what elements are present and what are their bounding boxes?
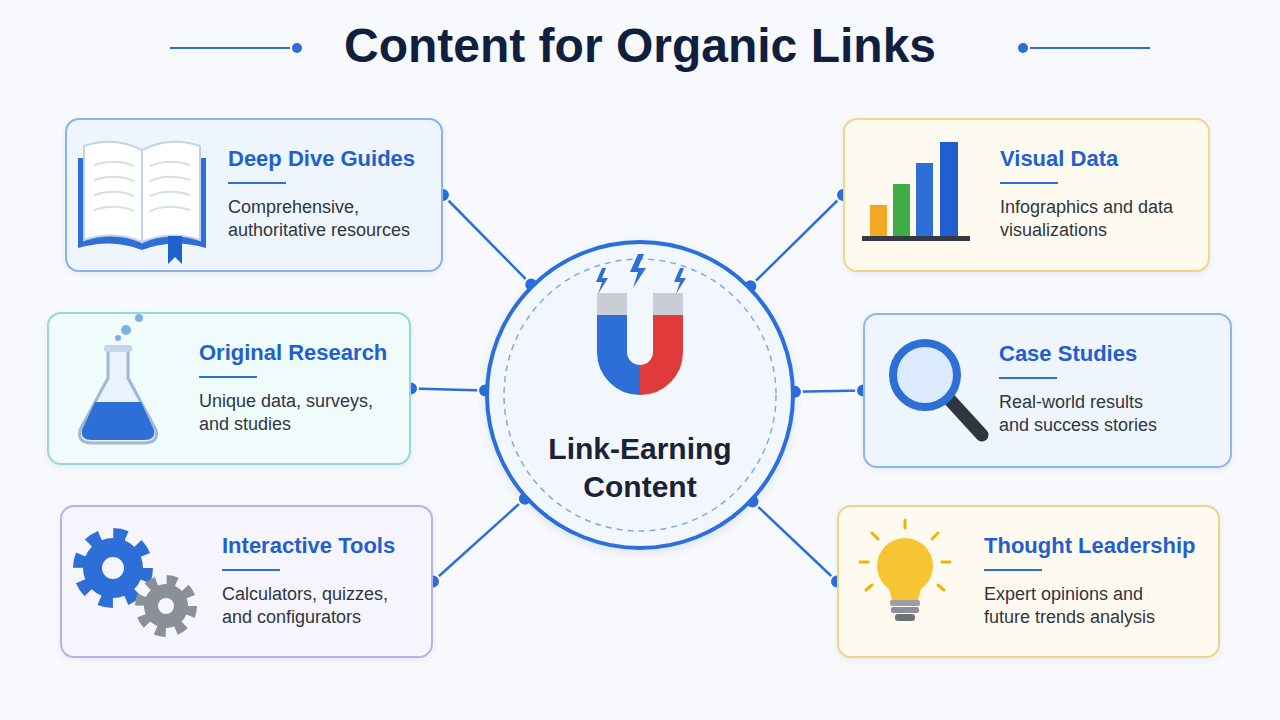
book-page — [142, 142, 200, 242]
hub-text-wrap: Link-Earning Content — [489, 430, 791, 505]
light-rays — [860, 520, 950, 590]
flask-icon — [80, 314, 157, 443]
bulb-glass — [877, 538, 933, 594]
box-heading: Case Studies — [999, 341, 1174, 379]
gear-teeth — [140, 580, 192, 632]
box-heading: Interactive Tools — [222, 533, 407, 571]
magnifier-icon — [893, 343, 982, 435]
magnet-pole — [612, 312, 640, 380]
bulb-base — [895, 614, 915, 621]
content-box: Thought LeadershipExpert opinions and fu… — [837, 505, 1220, 658]
bulb-neck — [888, 585, 922, 600]
book-page — [84, 142, 142, 242]
box-description: Real-world results and success stories — [999, 391, 1174, 438]
book-lines — [94, 162, 190, 211]
box-description: Expert opinions and future trends analys… — [984, 583, 1184, 630]
spark — [630, 254, 646, 288]
bubble — [135, 314, 143, 322]
magnet-tip — [597, 293, 627, 315]
connector — [411, 389, 485, 391]
magnet-pole — [640, 312, 668, 380]
box-description: Calculators, quizzes, and configurators — [222, 583, 407, 630]
gear-body — [83, 538, 143, 598]
gear-hole — [102, 557, 124, 579]
box-text: Thought LeadershipExpert opinions and fu… — [984, 533, 1184, 630]
box-heading: Thought Leadership — [984, 533, 1184, 571]
diagram-title: Content for Organic Links — [0, 18, 1280, 73]
box-description: Infographics and data visualizations — [1000, 196, 1175, 243]
title-dot — [292, 43, 302, 53]
box-heading: Deep Dive Guides — [228, 146, 438, 184]
gear-teeth — [79, 534, 147, 602]
bubble — [115, 335, 121, 341]
bar-chart-icon — [862, 142, 970, 241]
flask-rim — [104, 345, 132, 352]
bar — [870, 205, 887, 237]
connector — [443, 195, 531, 285]
title-rule — [1030, 47, 1150, 49]
box-text: Interactive ToolsCalculators, quizzes, a… — [222, 533, 407, 630]
connector — [753, 502, 837, 582]
box-description: Unique data, surveys, and studies — [199, 390, 394, 437]
box-text: Visual DataInfographics and data visuali… — [1000, 146, 1175, 243]
magnet-tip — [653, 293, 683, 315]
flask-glass — [80, 350, 157, 443]
box-text: Original ResearchUnique data, surveys, a… — [199, 340, 394, 437]
bubble — [121, 325, 131, 335]
box-heading: Original Research — [199, 340, 394, 378]
bar — [940, 142, 958, 237]
content-box: Visual DataInfographics and data visuali… — [843, 118, 1210, 272]
gears-icon — [79, 534, 192, 632]
flask-liquid — [82, 402, 155, 440]
bar — [916, 163, 933, 237]
box-text: Deep Dive GuidesComprehensive, authorita… — [228, 146, 438, 243]
box-heading: Visual Data — [1000, 146, 1175, 184]
magnifier-handle — [950, 400, 982, 435]
connector — [750, 195, 843, 286]
gear-hole — [158, 598, 174, 614]
baseline — [862, 236, 970, 241]
magnifier-lens — [893, 343, 957, 407]
content-box: Deep Dive GuidesComprehensive, authorita… — [65, 118, 443, 272]
hub-circle: Link-Earning Content — [485, 240, 795, 550]
content-box: Interactive ToolsCalculators, quizzes, a… — [60, 505, 433, 658]
box-description: Comprehensive, authoritative resources — [228, 196, 438, 243]
connector — [433, 499, 525, 582]
bar — [893, 184, 910, 237]
content-box: Original ResearchUnique data, surveys, a… — [47, 312, 411, 465]
title-rule — [170, 47, 290, 49]
bulb-base — [890, 600, 920, 606]
connector — [795, 391, 863, 392]
book-cover — [78, 158, 206, 250]
gear-body — [144, 584, 188, 628]
hub-label: Link-Earning Content — [530, 430, 750, 505]
title-dot — [1018, 43, 1028, 53]
lightbulb-icon — [860, 520, 950, 621]
bulb-base — [891, 607, 919, 613]
spark — [674, 268, 686, 294]
spark — [596, 268, 608, 294]
book-icon — [78, 142, 206, 264]
book-ribbon — [168, 236, 182, 264]
content-box: Case StudiesReal-world results and succe… — [863, 313, 1232, 468]
box-text: Case StudiesReal-world results and succe… — [999, 341, 1174, 438]
magnet-icon — [596, 254, 686, 380]
dashed-ring — [504, 259, 776, 531]
